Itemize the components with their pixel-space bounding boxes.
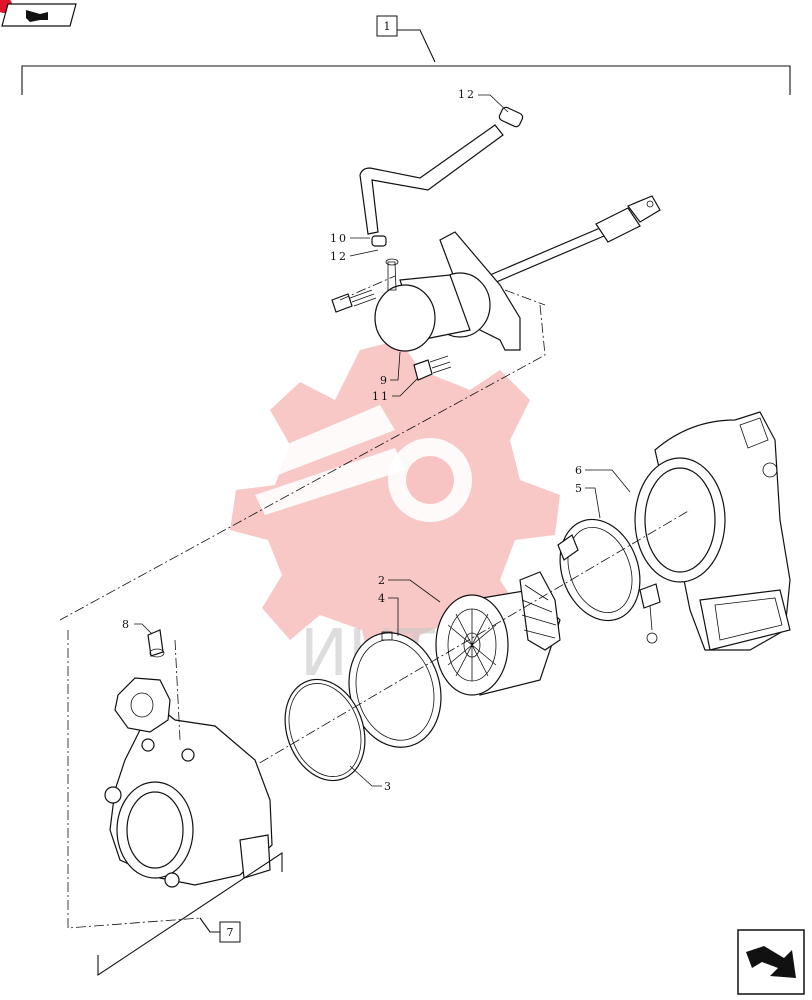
callout-8: 8: [122, 618, 153, 635]
svg-text:9: 9: [380, 374, 389, 387]
assembly-bracket-7: 7: [97, 851, 283, 977]
assembly-bracket-1: 1: [21, 15, 791, 95]
compressor-housing: [104, 677, 273, 888]
actuator-hose: [359, 106, 524, 247]
callout-12-top: 12: [458, 88, 509, 113]
v-band-clamp: [557, 518, 661, 644]
assembly-label-7: 7: [227, 926, 234, 939]
svg-text:11: 11: [372, 390, 390, 403]
actuator-rod: [489, 195, 661, 284]
bolt-lower: [413, 355, 452, 381]
svg-text:8: 8: [122, 618, 131, 631]
svg-text:12: 12: [330, 250, 348, 263]
back-arrow-icon[interactable]: [0, 0, 77, 27]
callout-5: 5: [575, 482, 601, 519]
svg-text:10: 10: [330, 232, 348, 245]
callout-9: 9: [380, 351, 401, 387]
assembly-label-1: 1: [384, 20, 391, 33]
bolt-upper: [331, 289, 377, 313]
svg-text:3: 3: [384, 780, 393, 793]
next-page-arrow-icon[interactable]: [737, 929, 805, 995]
center-cartridge: [435, 571, 561, 696]
svg-text:5: 5: [575, 482, 584, 495]
o-ring: [284, 678, 366, 782]
turbine-housing: [634, 411, 791, 651]
callout-2: 2: [378, 574, 441, 603]
svg-text:12: 12: [458, 88, 476, 101]
actuator-canister: [374, 231, 521, 352]
callout-4: 4: [378, 592, 399, 636]
callout-3: 3: [349, 765, 393, 793]
callout-12-mid: 12: [330, 249, 379, 263]
svg-text:6: 6: [575, 464, 584, 477]
callout-6: 6: [575, 464, 631, 493]
svg-text:2: 2: [378, 574, 387, 587]
fitting: [147, 629, 165, 658]
watermark-logo: [230, 340, 560, 670]
svg-text:4: 4: [378, 592, 387, 605]
callout-10: 10: [330, 232, 370, 245]
callout-11: 11: [372, 377, 419, 403]
